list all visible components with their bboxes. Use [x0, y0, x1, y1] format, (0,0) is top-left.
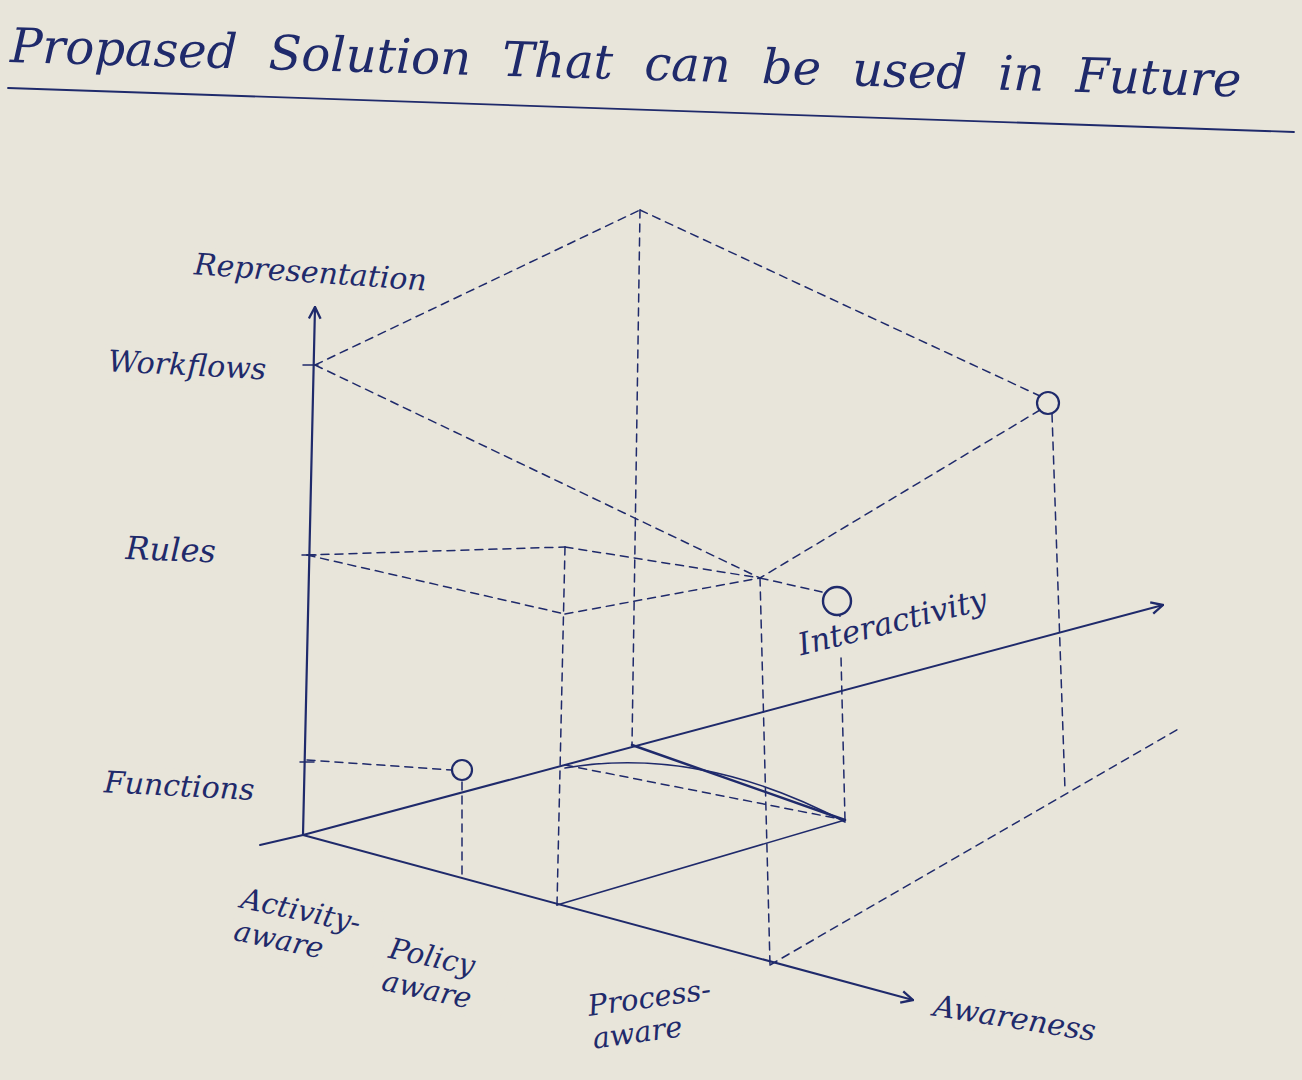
axis-level: Activity-aware [228, 881, 385, 977]
axis-level: Functions [100, 765, 258, 808]
point-marker [452, 760, 472, 780]
axis-level: Policy aware [376, 931, 513, 1022]
projection-lines [307, 210, 1180, 965]
interactivity-axis [303, 605, 1163, 835]
axis-title: Awareness [928, 988, 1101, 1049]
axis-level: Rules [122, 530, 220, 570]
sketch-curve [565, 763, 845, 822]
axis-title: Interactivity [791, 581, 993, 664]
axis-title: Representation [190, 247, 431, 298]
sketch-line [632, 745, 845, 820]
point-marker [1037, 392, 1059, 414]
axis-tail [260, 835, 303, 845]
axis-tick [300, 761, 314, 763]
sketch-line [557, 820, 845, 905]
representation-axis [303, 307, 315, 835]
axis-level: Workflows [104, 344, 270, 387]
axis-level: Process-aware [583, 965, 772, 1056]
point-marker [823, 587, 851, 615]
